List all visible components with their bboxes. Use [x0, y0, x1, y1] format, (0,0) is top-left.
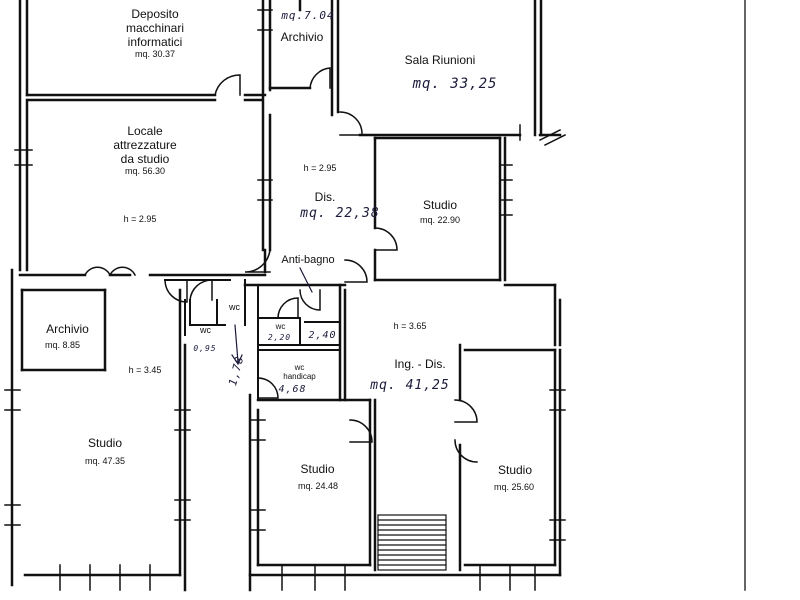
archivio-left-name: Archivio	[46, 322, 89, 336]
room-locale: Locale attrezzature da studio mq. 56.30	[75, 124, 215, 177]
door-swings	[83, 67, 478, 463]
locale-name-l1: Locale	[127, 124, 163, 138]
ingresso-name: Ing. - Dis.	[394, 357, 446, 371]
dis-height: h = 2.95	[303, 163, 337, 173]
staircase	[377, 514, 447, 571]
archivio-top-area: mq.7.04	[281, 9, 335, 22]
dis-name: Dis.	[314, 190, 336, 204]
sala-riunioni-area: mq. 33,25	[412, 76, 498, 92]
studio-2560-name: Studio	[497, 463, 533, 477]
studio-2560-area: mq. 25.60	[493, 482, 535, 492]
wc-mid-name: wc	[275, 322, 286, 331]
bottom-walls	[20, 288, 562, 592]
wc-right-area: 2,40	[308, 330, 337, 341]
dis-area: mq. 22,38	[300, 206, 380, 221]
deposito-name-l1: Deposito	[131, 7, 179, 21]
studio-2290-name: Studio	[422, 198, 458, 212]
sala-riunioni-name: Sala Riunioni	[404, 53, 476, 67]
middle-walls	[10, 98, 562, 587]
locale-height: h = 2.95	[123, 214, 157, 224]
studio-4735-name: Studio	[87, 436, 123, 450]
hand-arrows	[231, 267, 313, 366]
wc-small-area: 0,95	[193, 344, 217, 353]
wc-cluster	[164, 279, 341, 401]
top-walls	[18, 0, 562, 272]
studio-2448-area: mq. 24.48	[297, 481, 339, 491]
locale-name-l2: attrezzature	[113, 137, 177, 152]
studio-2448-name: Studio	[300, 462, 335, 476]
window-ticks	[4, 9, 567, 591]
room-deposito: Deposito macchinari informatici mq. 30.3…	[85, 7, 225, 60]
archivio-top-name: Archivio	[280, 30, 324, 44]
wc-small-name: wc	[200, 325, 211, 335]
archivio-left-area: mq. 8.85	[44, 340, 81, 350]
studio-2290-area: mq. 22.90	[419, 215, 461, 225]
studio-4735-area: mq. 47.35	[84, 456, 126, 466]
ingresso-area: mq. 41,25	[370, 378, 450, 393]
wc-handicap-name-l1: wc	[294, 363, 305, 372]
wc-corridor-name: wc	[229, 302, 240, 312]
locale-name-l3: da studio	[120, 151, 170, 166]
wc-mid-area: 2,20	[267, 333, 292, 342]
deposito-area: mq. 30.37	[134, 49, 176, 60]
deposito-name-l3: informatici	[127, 34, 183, 49]
wc-handicap-label: wc handicap	[262, 363, 337, 381]
locale-area: mq. 56.30	[124, 166, 166, 177]
deposito-name-l2: macchinari	[125, 20, 185, 35]
wc-handicap-area: 4,68	[278, 384, 307, 395]
anti-bagno-name: Anti-bagno	[281, 254, 335, 266]
studio-4735-height: h = 3.45	[128, 365, 162, 375]
ingresso-height: h = 3.65	[393, 321, 427, 331]
wc-handicap-name-l2: handicap	[283, 372, 316, 382]
